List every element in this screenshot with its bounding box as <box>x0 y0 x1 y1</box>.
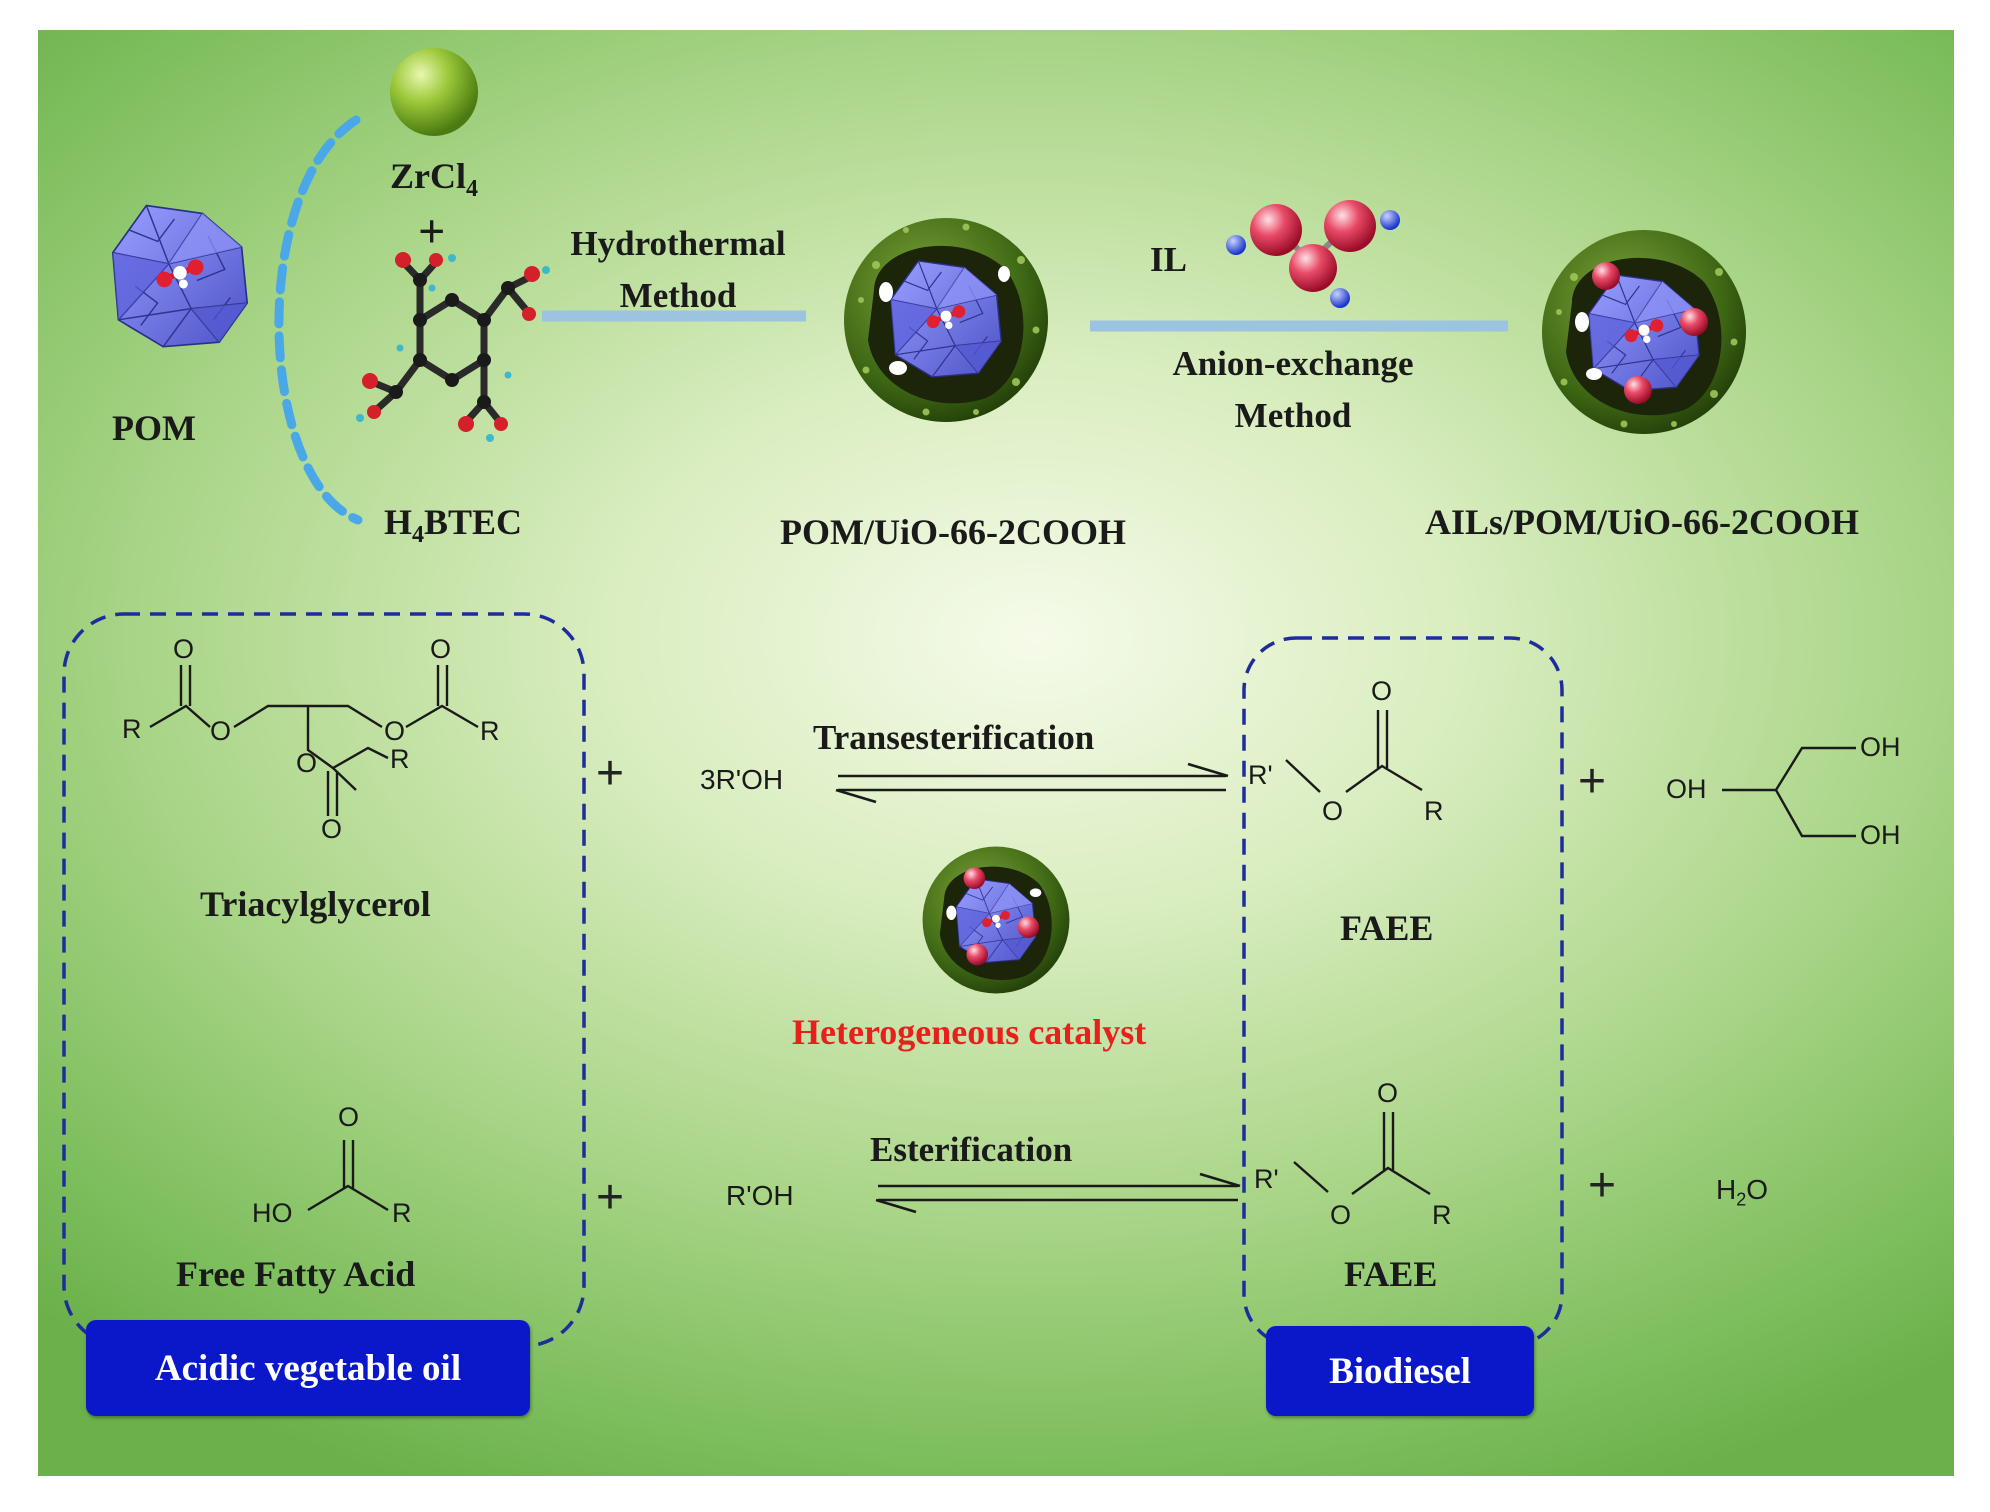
pom-uio66-particle-icon <box>844 218 1048 422</box>
plus-sign-4: + <box>1588 1159 1617 1212</box>
ffa-atom-ho: HO <box>252 1198 293 1228</box>
water-o: O <box>1746 1174 1769 1205</box>
ffa-atom-r: R <box>392 1198 412 1228</box>
reactant-bracket <box>274 115 363 525</box>
faee-structure-1 <box>1285 710 1423 793</box>
faee1-atom-o-ester: O <box>1322 796 1344 826</box>
heterogeneous-catalyst-label: Heterogeneous catalyst <box>792 1012 1147 1052</box>
catalyst-particle-icon <box>922 846 1070 994</box>
triacylglycerol-label: Triacylglycerol <box>200 884 431 924</box>
ffa-atom-o: O <box>338 1102 360 1132</box>
hydrothermal-label-line1: Hydrothermal <box>570 224 786 263</box>
pom-cluster-icon <box>113 206 247 347</box>
hydrothermal-label-line2: Method <box>619 276 737 315</box>
faee-label-2: FAEE <box>1344 1254 1438 1294</box>
reagent-3roh: 3R'OH <box>700 764 784 795</box>
zrcl4-subscript: 4 <box>466 176 478 203</box>
ffa-structure <box>307 1140 389 1212</box>
ails-pom-uio66-particle-icon <box>1542 230 1746 434</box>
glycerol-atom-oh-bottom: OH <box>1860 820 1901 850</box>
water-h: H <box>1716 1174 1737 1205</box>
faee2-atom-o-ester: O <box>1330 1200 1352 1230</box>
scheme-canvas: POM ZrCl4 + H4BTEC Hydrothermal Method P… <box>38 30 1954 1476</box>
water-formula: H2O <box>1716 1176 1768 1209</box>
tag-atom-o-ester-mid: O <box>296 748 318 778</box>
il-label: IL <box>1150 240 1187 279</box>
faee-label-1: FAEE <box>1340 908 1434 948</box>
pom-label: POM <box>112 408 196 448</box>
h4btec-h: H <box>384 502 413 542</box>
faee2-atom-rprime: R' <box>1254 1164 1279 1194</box>
h4btec-rest: BTEC <box>424 502 523 542</box>
ails-pom-uio66-label: AILs/POM/UiO-66-2COOH <box>1425 502 1859 542</box>
reagent-roh: R'OH <box>726 1180 794 1211</box>
faee1-atom-r: R <box>1424 796 1444 826</box>
faee1-atom-rprime: R' <box>1248 760 1273 790</box>
reaction-scheme <box>62 48 1856 1348</box>
triacylglycerol-structure <box>149 665 479 816</box>
tag-atom-r-mid: R <box>390 744 410 774</box>
acidic-vegetable-oil-badge: Acidic vegetable oil <box>86 1320 530 1416</box>
water-subscript: 2 <box>1736 1189 1747 1210</box>
plus-sign-1: + <box>596 747 625 800</box>
plus-sign-3: + <box>1578 755 1607 808</box>
faee1-atom-o-carbonyl: O <box>1371 676 1393 706</box>
ionic-liquid-icon <box>1226 200 1400 308</box>
faee2-atom-o-carbonyl: O <box>1377 1078 1399 1108</box>
faee2-atom-r: R <box>1432 1200 1452 1230</box>
biodiesel-dashed-box <box>1242 636 1564 1348</box>
zrcl4-sphere-icon <box>390 48 478 136</box>
pom-uio66-label: POM/UiO-66-2COOH <box>780 512 1126 552</box>
tag-atom-o-carbonyl-mid: O <box>321 814 343 844</box>
glycerol-atom-oh-left: OH <box>1666 774 1707 804</box>
plus-sign-2: + <box>596 1171 625 1224</box>
h4btec-label: H4BTEC <box>384 504 522 547</box>
faee-structure-2 <box>1293 1112 1431 1196</box>
esterification-arrows <box>875 1172 1241 1214</box>
esterification-label: Esterification <box>870 1130 1073 1169</box>
tag-atom-r-right: R <box>480 716 500 746</box>
tag-atom-o-ester-left: O <box>210 716 232 746</box>
tag-atom-o-ester-right: O <box>384 716 406 746</box>
glycerol-atom-oh-top: OH <box>1860 732 1901 762</box>
zrcl4-label: ZrCl4 <box>390 158 478 201</box>
tag-atom-r-left: R <box>122 714 142 744</box>
anion-exchange-label-line2: Method <box>1234 396 1352 435</box>
tag-atom-o-carbonyl-right: O <box>430 634 452 664</box>
free-fatty-acid-label: Free Fatty Acid <box>176 1254 416 1294</box>
h4btec-molecule-icon <box>356 252 550 442</box>
tag-atom-o-carbonyl-left: O <box>173 634 195 664</box>
transesterification-arrows <box>835 762 1229 804</box>
anion-exchange-label-line1: Anion-exchange <box>1172 344 1414 383</box>
transesterification-label: Transesterification <box>813 718 1095 757</box>
biodiesel-badge: Biodiesel <box>1266 1326 1534 1416</box>
reactant-plus-sign: + <box>418 205 446 258</box>
zrcl4-main: ZrCl <box>390 156 466 196</box>
glycerol-structure <box>1722 746 1856 838</box>
acidic-oil-dashed-box <box>62 612 586 1348</box>
h4btec-subscript: 4 <box>412 522 425 549</box>
